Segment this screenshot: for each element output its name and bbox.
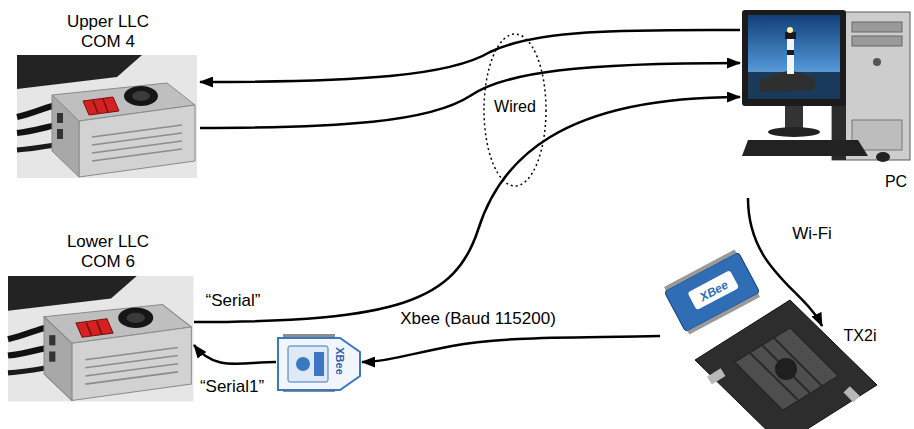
device-photo-node: Lower LLC COM 6 (8, 232, 194, 404)
device-photo-node: Upper LLC COM 4 (15, 10, 200, 180)
radio-module-node: XBee (276, 334, 362, 392)
tx2i-board (695, 300, 877, 429)
connector-label: Wi-Fi (790, 224, 834, 243)
tx2i-xbee-chip (662, 248, 762, 335)
node-label: Lower LLC COM 6 (53, 232, 163, 272)
connector-label: Xbee (Baud 115200) (398, 309, 558, 328)
pc-keyboard (742, 140, 890, 162)
connector-arrow (200, 30, 740, 82)
upper-llc-photo (17, 55, 197, 178)
connector-arrow (194, 97, 740, 322)
connector-arrow (200, 63, 740, 128)
node-label: TX2i (838, 326, 882, 346)
board-node: TX2i (660, 326, 890, 426)
connector-label: “Serial1” (198, 377, 266, 396)
chip-logo-text: XBee (696, 277, 733, 305)
node-label: XBee (333, 341, 347, 381)
pc-monitor (742, 10, 846, 137)
node-label: Upper LLC COM 4 (53, 12, 163, 52)
connector-label: “Serial” (204, 291, 263, 310)
connector-arrow (362, 336, 660, 362)
xbee-module-picture (278, 334, 360, 392)
connector-arrow (194, 345, 276, 364)
group-note: Wired (492, 97, 538, 116)
connector-arrow (748, 198, 822, 326)
lower-llc-photo (8, 276, 193, 401)
computer-node: PC (740, 8, 914, 198)
wired-bracket (484, 34, 546, 186)
node-label: PC (876, 172, 914, 192)
